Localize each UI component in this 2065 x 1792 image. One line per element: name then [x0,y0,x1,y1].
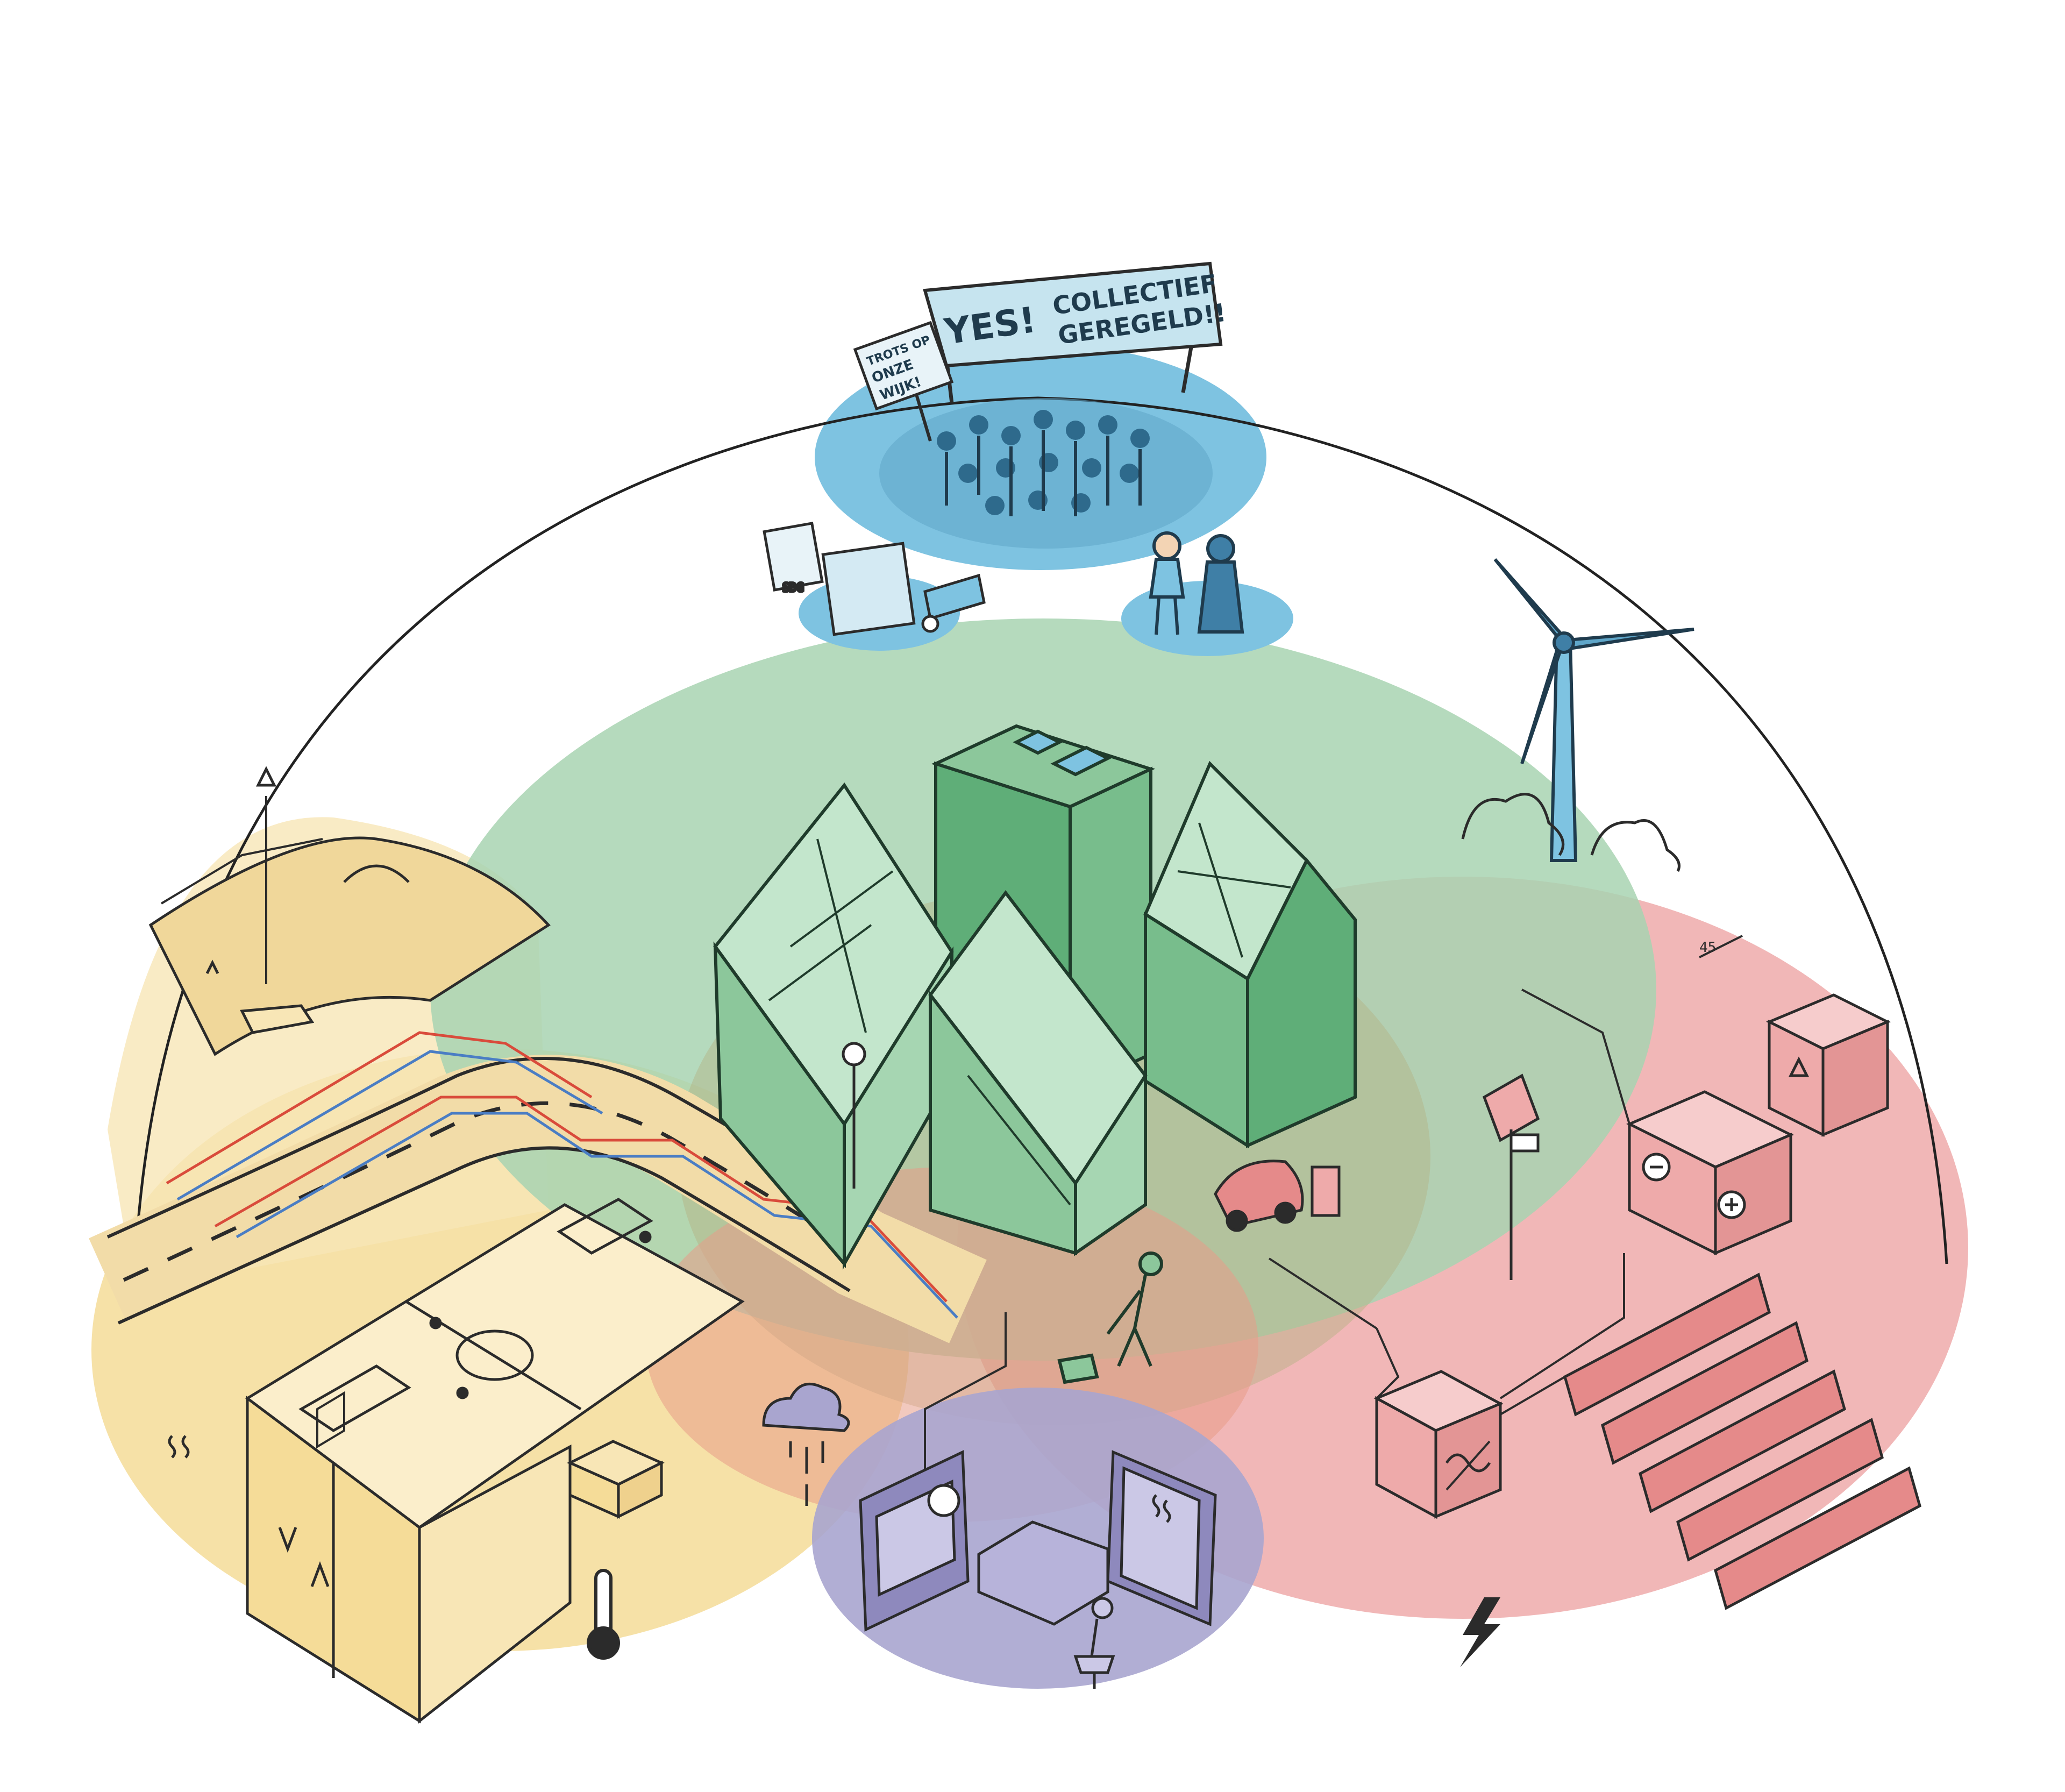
transformer-box [1769,995,1888,1135]
crowd [879,398,1213,549]
document-label-sdg: SDG [782,581,804,595]
inverter-box [1377,1371,1500,1517]
clock-icon [929,1485,959,1516]
